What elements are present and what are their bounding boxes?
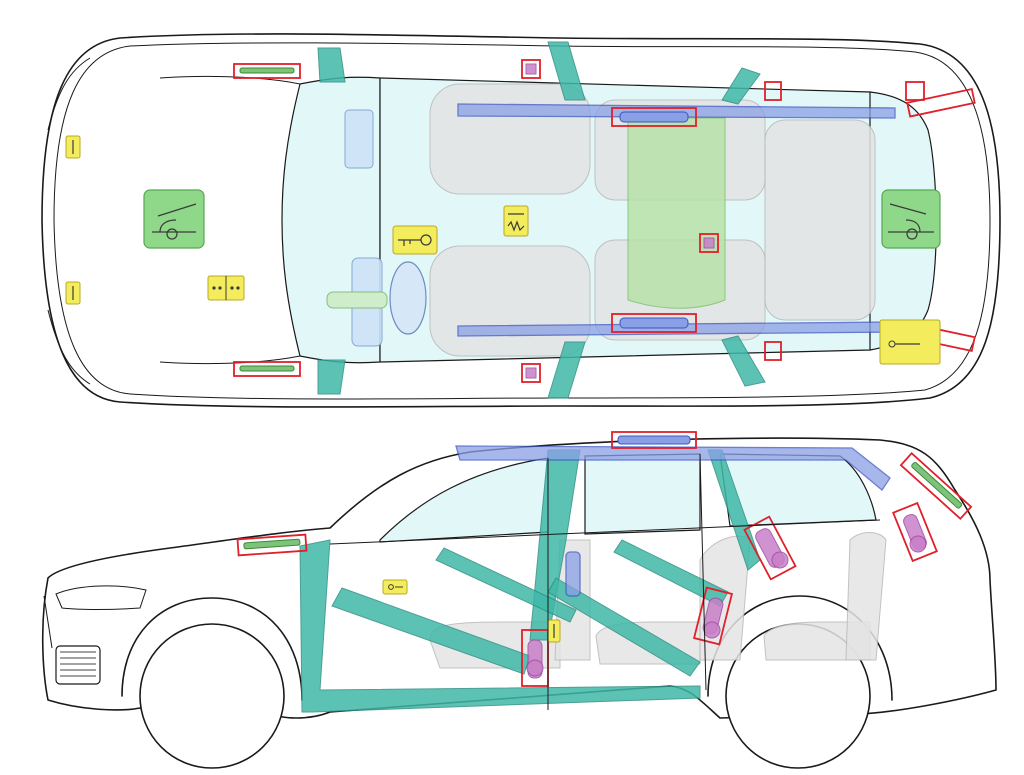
pretensioner-box-6 xyxy=(905,81,925,101)
side-airbag-seat xyxy=(565,551,581,597)
rear-door-beam-lower xyxy=(547,577,701,677)
side-window-middle xyxy=(584,453,701,535)
hood-strut-box-side xyxy=(236,533,308,557)
top-pillars xyxy=(317,41,766,399)
steering-wheel xyxy=(389,261,427,335)
door-seam-rear xyxy=(699,453,707,691)
passenger-airbag xyxy=(344,109,374,169)
tailgate-strut-side xyxy=(911,461,963,509)
front-grille xyxy=(55,645,101,685)
inflator-left xyxy=(619,111,689,123)
side-window-front xyxy=(379,457,549,543)
roof-inflator-box xyxy=(611,431,697,449)
tailgate-strut-box-side xyxy=(899,452,973,520)
pretensioner-box-3 xyxy=(699,233,719,253)
a-pillar-right xyxy=(317,359,346,395)
rear-battery-icon xyxy=(879,319,941,365)
front-sensor-icon-left xyxy=(65,135,81,159)
inflator-right xyxy=(619,317,689,329)
pretensioner-box-1 xyxy=(521,59,541,79)
side-view xyxy=(41,431,997,769)
c-pillar-left xyxy=(721,67,761,105)
rear-door-beam-upper xyxy=(613,539,729,607)
tailgate-strut-box-left xyxy=(906,88,976,118)
front-fog-lamp xyxy=(43,595,53,649)
curtain-airbag-left xyxy=(457,103,896,119)
top-body-inner-outline xyxy=(53,42,991,400)
rear-pretensioner-3 xyxy=(892,501,938,563)
third-row-back xyxy=(845,532,887,661)
roof-inflator xyxy=(617,435,691,445)
front-wheel xyxy=(139,623,285,769)
trunk-open-icon xyxy=(881,189,941,249)
rear-pretensioner-1 xyxy=(693,586,733,646)
pretensioner-1 xyxy=(525,63,537,75)
c-pillar-right xyxy=(721,335,766,387)
gas-strut-icon xyxy=(503,205,529,237)
hood-strut-box-right xyxy=(233,361,301,377)
pretensioner-box-4 xyxy=(764,81,782,101)
a-pillar-and-sill xyxy=(299,539,701,713)
steering-column xyxy=(326,291,388,309)
inflator-box-right xyxy=(611,313,697,333)
a-pillar-left xyxy=(317,47,346,83)
hood-strut-left xyxy=(239,67,295,74)
b-pillar-left xyxy=(547,41,586,101)
front-bumper-line xyxy=(47,57,91,385)
battery-icon xyxy=(207,275,245,301)
beltline xyxy=(329,519,881,545)
front-sensor-icon-right xyxy=(65,281,81,305)
front-door-beam-upper xyxy=(435,547,577,623)
third-row-seat xyxy=(764,119,876,321)
rear-pretensioner-2 xyxy=(743,515,797,581)
floor-center-panel xyxy=(627,117,726,309)
pretensioner-box-2 xyxy=(521,363,541,383)
front-right-seat xyxy=(429,245,591,357)
b-pillar-sensor-icon xyxy=(547,619,561,643)
curtain-airbag-side xyxy=(455,445,891,491)
pretensioner-2 xyxy=(525,367,537,379)
hood-strut-side xyxy=(243,538,301,550)
hood-strut-right xyxy=(239,365,295,372)
inflator-box-left xyxy=(611,107,697,127)
front-wheel-arch xyxy=(121,597,303,701)
pretensioner-box-5 xyxy=(764,341,782,361)
top-view xyxy=(41,33,1001,408)
key-icon xyxy=(392,225,438,255)
side-sensor-icon xyxy=(382,579,408,595)
pretensioner-icon xyxy=(521,629,549,687)
b-pillar-right xyxy=(547,341,586,399)
front-headlight xyxy=(55,585,147,610)
pretensioner-3 xyxy=(703,237,715,249)
hood-open-icon xyxy=(143,189,205,249)
hood-strut-box-left xyxy=(233,63,301,79)
